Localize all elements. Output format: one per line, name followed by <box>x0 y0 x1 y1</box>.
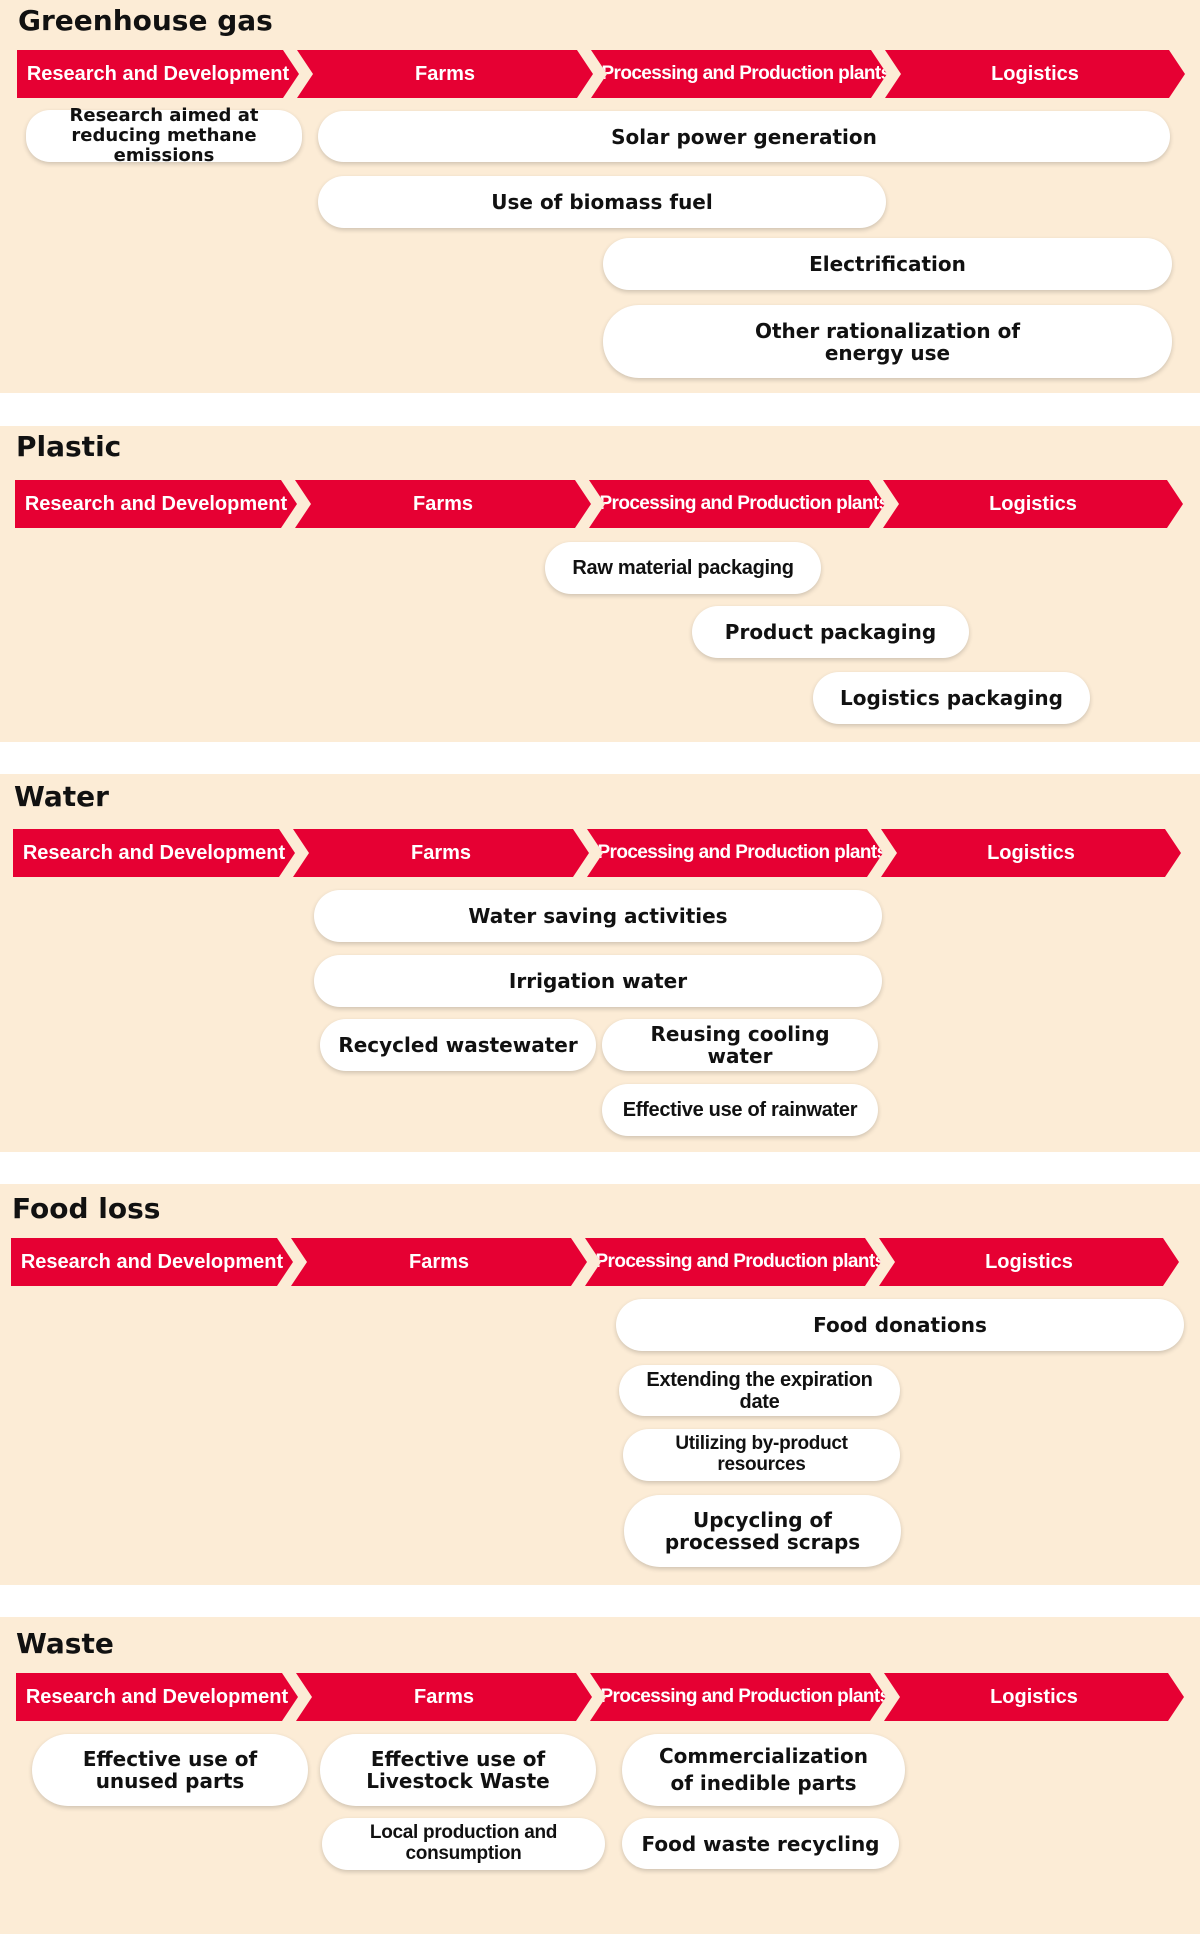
item-unused-parts: Effective use of unused parts <box>32 1734 308 1806</box>
item-local-production: Local production and consumption <box>322 1818 605 1870</box>
section-waste: Waste Research and Development Farms Pro… <box>0 1617 1200 1934</box>
stage-processing: Processing and Production plants <box>589 480 885 528</box>
stage-farms: Farms <box>291 1238 587 1286</box>
item-rainwater: Effective use of rainwater <box>602 1084 878 1136</box>
stage-research: Research and Development <box>13 829 295 877</box>
item-food-donations: Food donations <box>616 1299 1184 1351</box>
item-electrification: Electrification <box>603 238 1172 290</box>
stage-farms: Farms <box>293 829 589 877</box>
item-expiration-date: Extending the expiration date <box>619 1365 900 1416</box>
section-plastic: Plastic Research and Development Farms P… <box>0 426 1200 742</box>
stage-logistics: Logistics <box>885 50 1185 98</box>
section-title: Plastic <box>16 430 122 463</box>
item-irrigation-water: Irrigation water <box>314 955 882 1007</box>
item-raw-material-packaging: Raw material packaging <box>545 542 821 594</box>
item-energy-rationalization: Other rationalization of energy use <box>603 305 1172 378</box>
section-title: Food loss <box>12 1192 161 1225</box>
stage-logistics: Logistics <box>884 1673 1184 1721</box>
stage-farms: Farms <box>296 1673 592 1721</box>
item-food-waste-recycling: Food waste recycling <box>622 1818 899 1869</box>
stage-logistics: Logistics <box>881 829 1181 877</box>
item-recycled-wastewater: Recycled wastewater <box>320 1019 596 1071</box>
section-title: Water <box>14 780 109 813</box>
stage-processing: Processing and Production plants <box>590 1673 886 1721</box>
item-logistics-packaging: Logistics packaging <box>813 672 1090 724</box>
stage-research: Research and Development <box>11 1238 293 1286</box>
value-chain: Research and Development Farms Processin… <box>15 480 1183 528</box>
item-product-packaging: Product packaging <box>692 606 969 658</box>
stage-processing: Processing and Production plants <box>591 50 887 98</box>
stage-research: Research and Development <box>16 1673 298 1721</box>
item-by-product-resources: Utilizing by-product resources <box>623 1429 900 1481</box>
item-biomass-fuel: Use of biomass fuel <box>318 176 886 228</box>
value-chain: Research and Development Farms Processin… <box>11 1238 1179 1286</box>
stage-farms: Farms <box>297 50 593 98</box>
stage-processing: Processing and Production plants <box>587 829 883 877</box>
stage-logistics: Logistics <box>883 480 1183 528</box>
item-water-saving: Water saving activities <box>314 890 882 942</box>
value-chain: Research and Development Farms Processin… <box>17 50 1185 98</box>
item-upcycling-scraps: Upcycling of processed scraps <box>624 1495 901 1567</box>
value-chain: Research and Development Farms Processin… <box>16 1673 1184 1721</box>
section-title: Waste <box>16 1627 114 1660</box>
section-title: Greenhouse gas <box>18 4 273 37</box>
item-methane-research: Research aimed at reducing methane emiss… <box>26 106 302 165</box>
stage-research: Research and Development <box>17 50 299 98</box>
section-food-loss: Food loss Research and Development Farms… <box>0 1184 1200 1585</box>
value-chain: Research and Development Farms Processin… <box>13 829 1181 877</box>
stage-research: Research and Development <box>15 480 297 528</box>
stage-logistics: Logistics <box>879 1238 1179 1286</box>
item-inedible-parts: Commercialization of inedible parts <box>622 1734 905 1806</box>
stage-farms: Farms <box>295 480 591 528</box>
stage-processing: Processing and Production plants <box>585 1238 881 1286</box>
item-cooling-water: Reusing cooling water <box>602 1019 878 1071</box>
item-livestock-waste: Effective use of Livestock Waste <box>320 1734 596 1806</box>
section-water: Water Research and Development Farms Pro… <box>0 774 1200 1152</box>
section-greenhouse-gas: Greenhouse gas Research and Development … <box>0 0 1200 393</box>
item-solar-power: Solar power generation <box>318 111 1170 162</box>
